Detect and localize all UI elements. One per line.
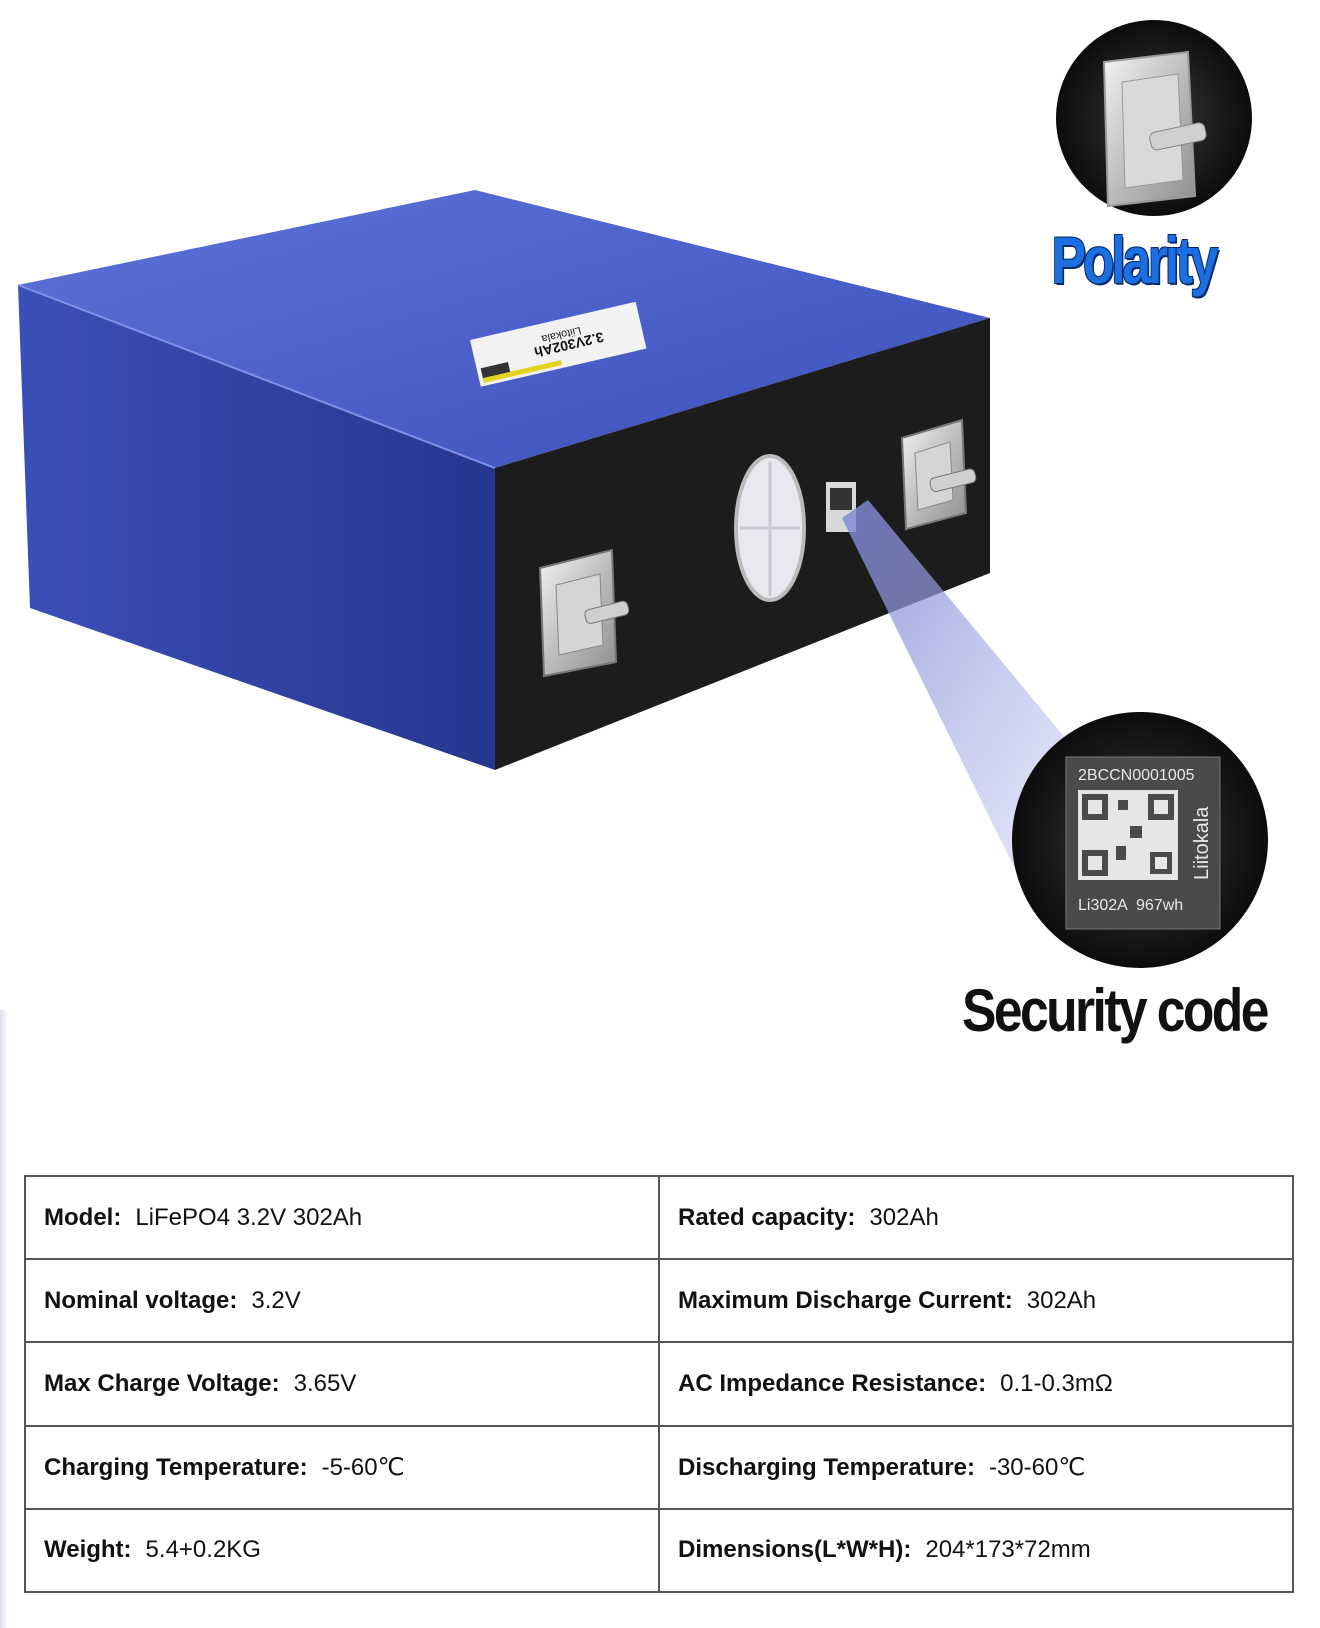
spec-cell: Discharging Temperature: -30-60℃: [658, 1424, 1294, 1510]
spec-value: 302Ah: [869, 1203, 939, 1231]
security-qr-code-icon: [1078, 790, 1178, 880]
table-row: Model: LiFePO4 3.2V 302Ah Rated capacity:…: [24, 1174, 1294, 1261]
spec-key: Model:: [44, 1203, 122, 1231]
battery-cell-illustration: Liitokala 3.2V302Ah: [17, 20, 1268, 968]
spec-key: Charging Temperature:: [44, 1453, 308, 1481]
spec-value: 5.4+0.2KG: [145, 1536, 261, 1564]
spec-key: Nominal voltage:: [44, 1286, 238, 1314]
spec-key: Max Charge Voltage:: [44, 1369, 280, 1397]
spec-value: -5-60℃: [321, 1453, 405, 1481]
spec-cell: Dimensions(L*W*H): 204*173*72mm: [658, 1507, 1294, 1594]
spec-key: Dimensions(L*W*H):: [678, 1536, 912, 1564]
spec-value: -30-60℃: [988, 1453, 1086, 1481]
spec-key: Discharging Temperature:: [678, 1453, 975, 1481]
spec-value: 3.65V: [293, 1369, 357, 1397]
table-row: Weight: 5.4+0.2KG Dimensions(L*W*H): 204*1…: [24, 1507, 1294, 1594]
spec-cell: AC Impedance Resistance: 0.1-0.3mΩ: [658, 1341, 1294, 1427]
page-edge-shade: [0, 1010, 8, 1628]
spec-key: AC Impedance Resistance:: [678, 1369, 987, 1397]
spec-value: 0.1-0.3mΩ: [1000, 1369, 1113, 1397]
spec-value: 204*173*72mm: [925, 1536, 1091, 1564]
cell-sticker: Liitokala 3.2V302Ah: [470, 301, 647, 387]
spec-value: LiFePO4 3.2V 302Ah: [135, 1203, 363, 1231]
spec-key: Rated capacity:: [678, 1203, 856, 1231]
polarity-callout: Polarity: [1051, 223, 1219, 297]
left-terminal: [538, 548, 630, 678]
security-code-callout: Security code: [962, 977, 1269, 1044]
spec-value: 302Ah: [1026, 1286, 1097, 1314]
polarity-magnifier: [1056, 20, 1252, 216]
right-terminal: [900, 418, 977, 531]
spec-cell: Nominal voltage: 3.2V: [24, 1258, 660, 1344]
battery-side-face: [18, 285, 495, 770]
spec-key: Weight:: [44, 1536, 132, 1564]
spec-cell: Model: LiFePO4 3.2V 302Ah: [24, 1174, 660, 1261]
spec-cell: Weight: 5.4+0.2KG: [24, 1507, 660, 1594]
security-model: Li302A: [1078, 897, 1128, 914]
spec-key: Maximum Discharge Current:: [678, 1286, 1013, 1314]
security-brand: Liitokala: [1191, 806, 1213, 880]
battery-top-face: [18, 190, 990, 468]
table-row: Nominal voltage: 3.2V Maximum Discharge C…: [24, 1258, 1294, 1344]
security-serial: 2BCCN0001005: [1078, 767, 1195, 784]
table-row: Max Charge Voltage: 3.65V AC Impedance Re…: [24, 1341, 1294, 1427]
table-row: Charging Temperature: -5-60℃ Discharging …: [24, 1424, 1294, 1510]
security-code-magnifier: 2BCCN0001005 Liitokala Li302A 967wh: [1012, 712, 1268, 968]
spec-value: 3.2V: [251, 1286, 301, 1314]
spec-cell: Charging Temperature: -5-60℃: [24, 1424, 660, 1510]
spec-table: Model: LiFePO4 3.2V 302Ah Rated capacity:…: [24, 1174, 1294, 1594]
spec-cell: Max Charge Voltage: 3.65V: [24, 1341, 660, 1427]
spec-cell: Maximum Discharge Current: 302Ah: [658, 1258, 1294, 1344]
security-energy: 967wh: [1136, 897, 1183, 914]
spec-cell: Rated capacity: 302Ah: [658, 1174, 1294, 1261]
